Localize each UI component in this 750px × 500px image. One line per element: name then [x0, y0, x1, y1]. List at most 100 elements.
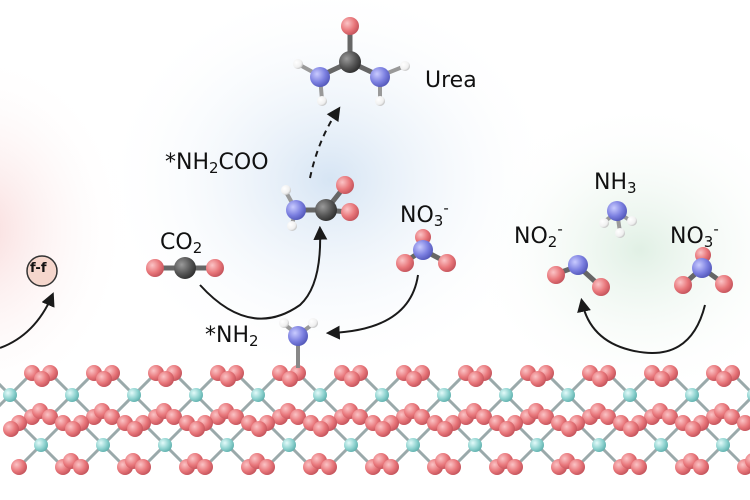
nh3-molecule — [599, 201, 637, 238]
lattice-oxygen-atom — [251, 421, 267, 437]
lattice-oxygen-atom — [716, 371, 732, 387]
nh2coo-label: *NH2COO — [165, 150, 269, 176]
lattice-oxygen-atom — [290, 409, 306, 425]
left-pink-glow — [0, 51, 130, 409]
lattice-oxygen-atom — [96, 371, 112, 387]
lattice-oxygen-atom — [437, 421, 453, 437]
lattice-oxygen-atom — [631, 459, 647, 475]
lattice-oxygen-atom — [592, 371, 608, 387]
lattice-metal-atom — [313, 388, 327, 402]
lattice-oxygen-atom — [569, 459, 585, 475]
lattice-oxygen-atom — [623, 421, 639, 437]
lattice-metal-atom — [654, 438, 668, 452]
lattice-metal-atom — [437, 388, 451, 402]
nh3-label: NH3 — [594, 170, 637, 196]
no3-left-sub: 3 — [433, 212, 444, 230]
fe-fe-site-icon — [26, 255, 58, 287]
lattice-metal-atom — [592, 438, 606, 452]
lattice-oxygen-atom — [104, 409, 120, 425]
lattice-metal-atom — [530, 438, 544, 452]
lattice-oxygen-atom — [530, 371, 546, 387]
lattice-oxygen-atom — [166, 409, 182, 425]
fe-fe-text: f-f — [30, 261, 47, 276]
lattice-oxygen-atom — [228, 409, 244, 425]
no3-left-molecule — [396, 229, 456, 272]
nh3-base: NH — [594, 170, 627, 195]
lattice-metal-atom — [127, 388, 141, 402]
no3-right-sub: 3 — [703, 233, 714, 251]
lattice-metal-atom — [65, 388, 79, 402]
lattice-oxygen-atom — [34, 371, 50, 387]
lattice-oxygen-atom — [383, 459, 399, 475]
left-arrow — [0, 292, 55, 349]
lattice-metal-atom — [189, 388, 203, 402]
no3-left-base: NO — [400, 203, 434, 228]
lattice-oxygen-atom — [189, 421, 205, 437]
lattice-oxygen-atom — [476, 409, 492, 425]
no2-label: NO2- — [514, 222, 563, 251]
lattice-oxygen-atom — [65, 421, 81, 437]
no3-right-base: NO — [670, 224, 704, 249]
lattice-metal-atom — [623, 388, 637, 402]
co2-molecule — [146, 257, 224, 279]
lattice-oxygen-atom — [724, 409, 740, 425]
lattice-oxygen-atom — [352, 409, 368, 425]
arrow-co2-to-nh2coo — [199, 225, 328, 320]
nh2coo-molecule — [281, 176, 359, 231]
lattice-oxygen-atom — [135, 459, 151, 475]
lattice-oxygen-atom — [468, 371, 484, 387]
lattice-oxygen-atom — [73, 459, 89, 475]
nh2-sub: 2 — [249, 332, 259, 350]
lattice-metal-atom — [499, 388, 513, 402]
lattice-oxygen-atom — [11, 459, 27, 475]
urea-label: Urea — [425, 70, 477, 92]
lattice-oxygen-atom — [3, 421, 19, 437]
lattice-oxygen-atom — [693, 459, 709, 475]
lattice-metal-atom — [747, 389, 750, 401]
lattice-oxygen-atom — [662, 409, 678, 425]
urea-molecule — [293, 17, 410, 106]
lattice-oxygen-atom — [414, 409, 430, 425]
co2-base: CO — [160, 230, 193, 255]
lattice-oxygen-atom — [158, 371, 174, 387]
lattice-metal-atom — [716, 438, 730, 452]
lattice-metal-atom — [158, 438, 172, 452]
lattice-oxygen-atom — [745, 453, 750, 469]
lattice-metal-atom — [282, 438, 296, 452]
lattice-oxygen-atom — [538, 409, 554, 425]
lattice-metal-atom — [220, 438, 234, 452]
right-green-glow — [470, 100, 750, 400]
lattice-oxygen-atom — [197, 459, 213, 475]
lattice-oxygen-atom — [445, 459, 461, 475]
lattice-oxygen-atom — [321, 459, 337, 475]
co2-sub: 2 — [192, 239, 203, 257]
no2-base: NO — [514, 224, 548, 249]
arrow-no3-to-nh2 — [325, 274, 419, 340]
no3-right-molecule — [674, 247, 733, 294]
arrow-right-cycle — [577, 297, 706, 354]
no2-sub: 2 — [547, 233, 558, 251]
lattice-oxygen-atom — [561, 421, 577, 437]
lattice-metal-atom — [34, 438, 48, 452]
urea-label-text: Urea — [425, 68, 477, 93]
dashed-arrow-to-urea — [309, 106, 341, 179]
lattice-metal-atom — [3, 388, 17, 402]
lattice-metal-atom — [375, 388, 389, 402]
lattice-oxygen-atom — [127, 421, 143, 437]
lattice-metal-atom — [251, 388, 265, 402]
lattice-oxygen-atom — [42, 409, 58, 425]
lattice-metal-atom — [561, 388, 575, 402]
lattice-oxygen-atom — [259, 459, 275, 475]
lattice-oxygen-atom — [220, 371, 236, 387]
fe-fe-label: f-f — [30, 262, 46, 275]
lattice-oxygen-atom — [685, 421, 701, 437]
no3-left-label: NO3- — [400, 201, 449, 230]
no2-sup: - — [557, 220, 563, 238]
nh2coo-suffix: COO — [218, 150, 269, 175]
nh2-adsorbed-molecule — [279, 318, 318, 368]
lattice-oxygen-atom — [344, 371, 360, 387]
lattice-metal-atom — [685, 388, 699, 402]
lattice-oxygen-atom — [737, 415, 750, 431]
